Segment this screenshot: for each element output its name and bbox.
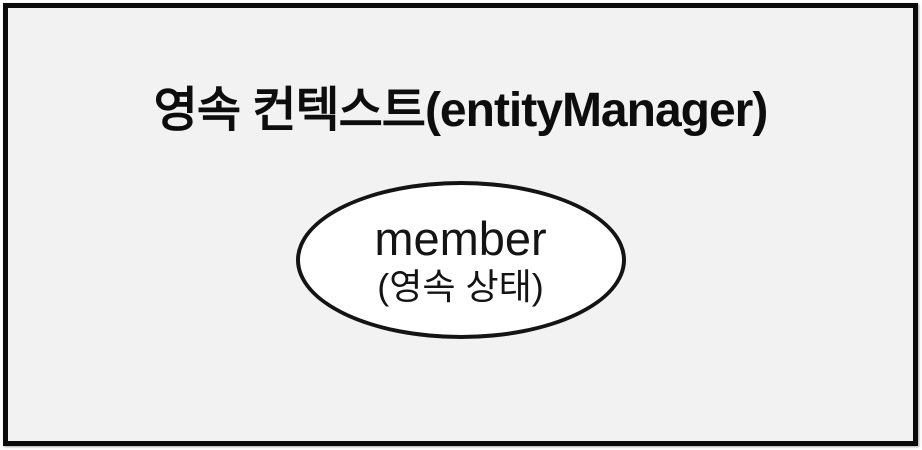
persistence-context-title: 영속 컨텍스트(entityManager) [153, 84, 769, 137]
entity-state-label: (영속 상태) [377, 266, 544, 308]
entity-name-label: member [374, 212, 547, 266]
entity-ellipse: member (영속 상태) [295, 181, 626, 339]
persistence-context-box: 영속 컨텍스트(entityManager) member (영속 상태) [3, 3, 918, 446]
